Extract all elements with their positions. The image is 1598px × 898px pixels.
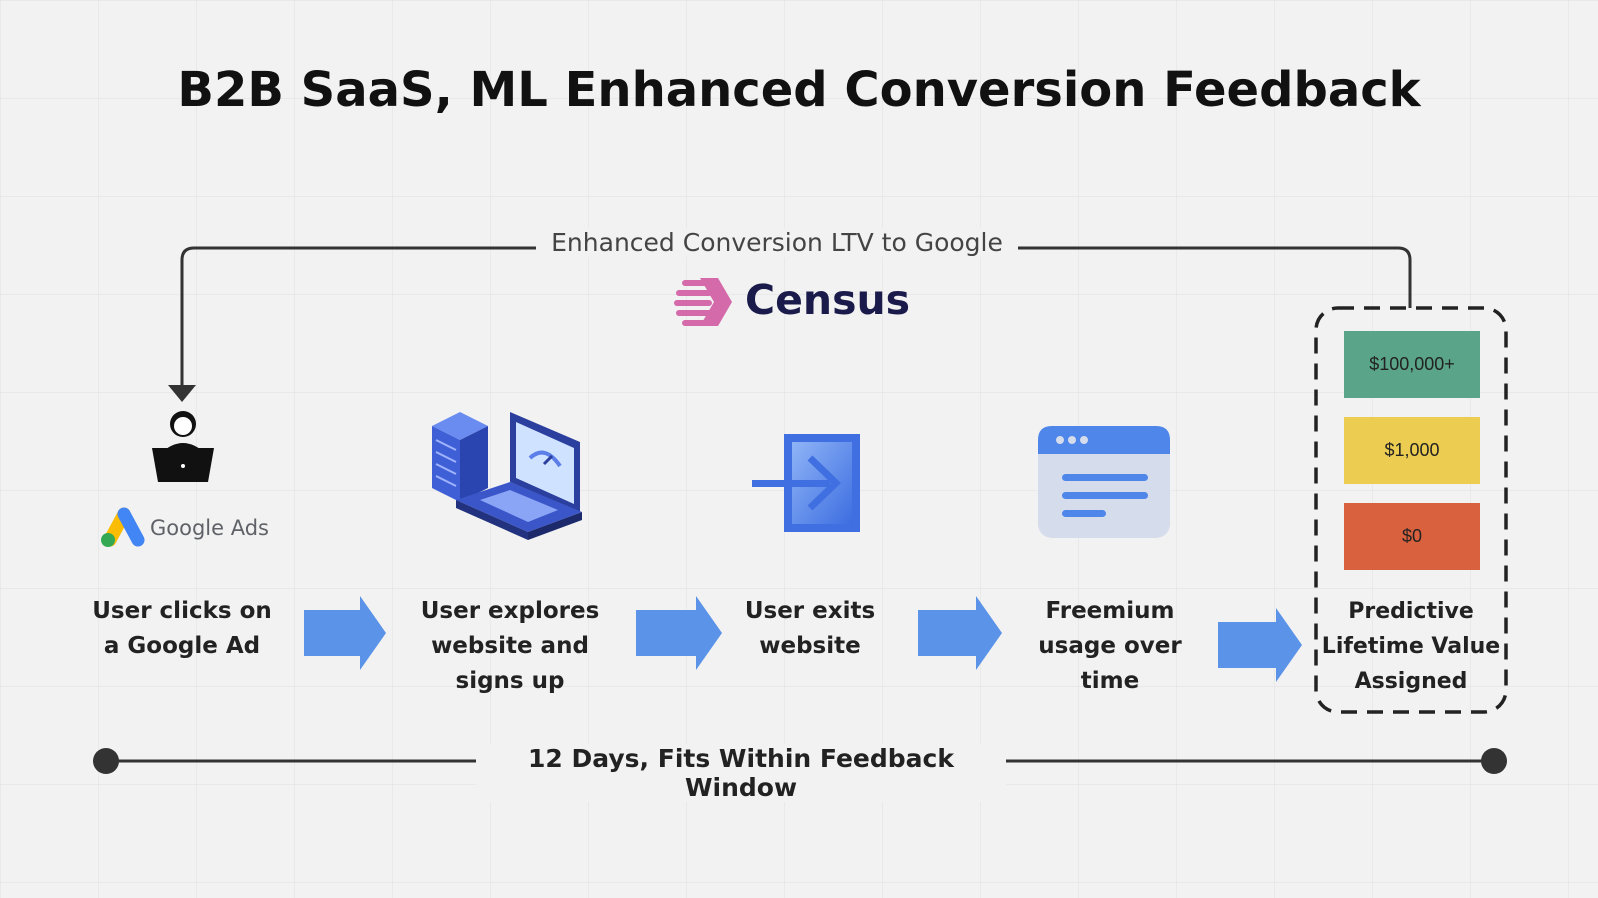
- step-2-line-2: website and: [431, 633, 589, 659]
- flow-arrow-4: [1218, 608, 1302, 682]
- step-5-line-3: Assigned: [1354, 669, 1468, 694]
- census-logo-icon: [674, 278, 732, 326]
- google-ads-label: Google Ads: [150, 516, 269, 540]
- timeline-end-dot: [1481, 748, 1507, 774]
- feedback-loop-label: Enhanced Conversion LTV to Google: [536, 228, 1018, 257]
- step-5-line-2: Lifetime Value: [1321, 634, 1501, 659]
- google-ads-logo-icon: [101, 507, 145, 547]
- step-5-line-1: Predictive: [1348, 599, 1474, 624]
- person-laptop-icon: [152, 411, 214, 482]
- step-2-label: User explores website and signs up: [390, 594, 630, 699]
- step-2-line-1: User explores: [420, 598, 600, 624]
- browser-window-icon: [1038, 426, 1170, 538]
- ltv-mid-label: $1,000: [1384, 440, 1440, 460]
- step-5-label: Predictive Lifetime Value Assigned: [1316, 594, 1506, 699]
- step-3-label: User exits website: [700, 594, 920, 664]
- ltv-box-high: $100,000+: [1344, 331, 1480, 398]
- step-4-line-1: Freemium: [1045, 598, 1175, 624]
- step-1-label: User clicks on a Google Ad: [62, 594, 302, 664]
- ltv-box-mid: $1,000: [1344, 417, 1480, 484]
- step-1-line-1: User clicks on: [92, 598, 272, 624]
- step-2-line-3: signs up: [455, 668, 565, 694]
- server-laptop-icon: [432, 412, 582, 540]
- ltv-box-low: $0: [1344, 503, 1480, 570]
- census-brand: Census: [745, 276, 911, 324]
- feedback-arrowhead: [168, 385, 196, 402]
- timeline-label: 12 Days, Fits Within Feedback Window: [476, 744, 1006, 802]
- ltv-low-label: $0: [1401, 526, 1423, 546]
- step-3-line-1: User exits: [744, 598, 876, 624]
- step-1-line-2: a Google Ad: [103, 633, 261, 659]
- ltv-high-label: $100,000+: [1369, 354, 1455, 374]
- page-title: B2B SaaS, ML Enhanced Conversion Feedbac…: [177, 62, 1421, 118]
- flow-arrow-2: [636, 596, 722, 670]
- timeline-start-dot: [93, 748, 119, 774]
- step-4-line-3: time: [1080, 668, 1140, 694]
- exit-website-icon: [752, 434, 860, 532]
- flow-arrow-3: [918, 596, 1002, 670]
- step-4-line-2: usage over: [1038, 633, 1182, 659]
- flow-arrow-1: [304, 596, 386, 670]
- step-4-label: Freemium usage over time: [990, 594, 1230, 699]
- step-3-line-2: website: [759, 633, 861, 659]
